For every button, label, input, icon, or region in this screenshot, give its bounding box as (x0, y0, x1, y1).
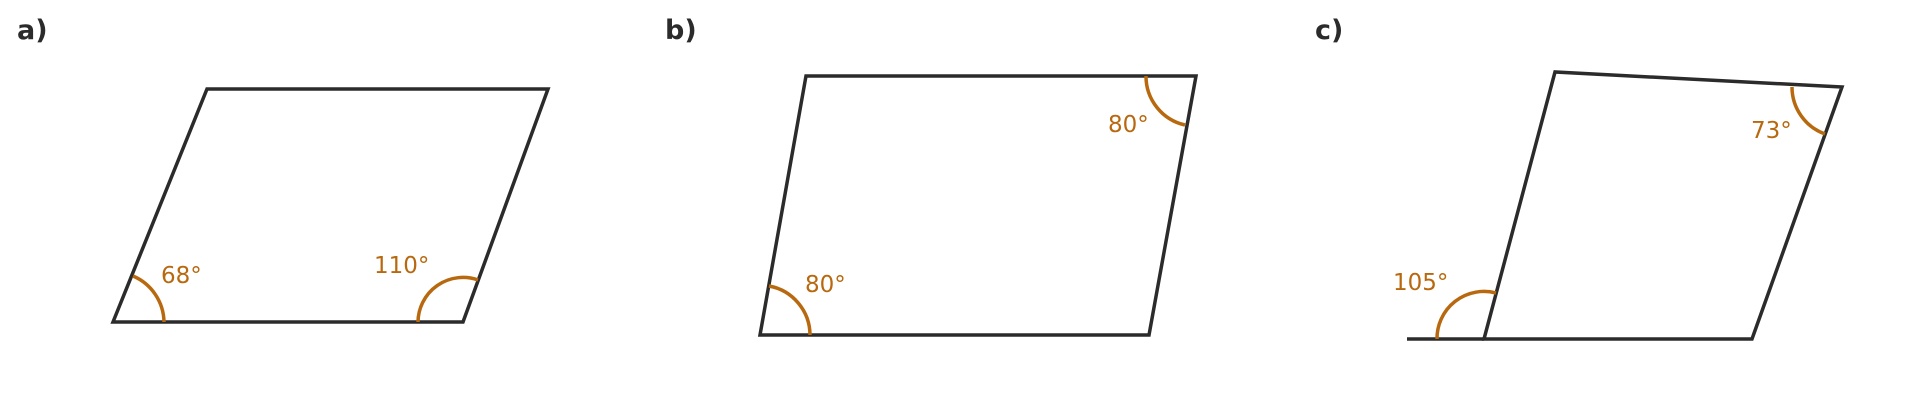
figure-a-angle-label-bottom-left: 68° (161, 263, 202, 289)
figure-a-label: a) (17, 15, 48, 46)
figure-a-angle-arc-bottom-right (416, 275, 479, 323)
figure-c-angle-label-top-right: 73° (1751, 118, 1792, 144)
figure-b-label: b) (665, 15, 697, 46)
figure-b-quadrilateral (757, 74, 1199, 337)
figure-a: a) 68° 110° (17, 15, 551, 324)
figure-c-quadrilateral (1481, 70, 1845, 341)
figure-c: c) 73° 105° (1315, 15, 1845, 341)
figure-a-angle-label-bottom-right: 110° (374, 253, 429, 279)
figure-a-quadrilateral (110, 87, 551, 324)
figure-b-angle-label-bottom-left: 80° (805, 272, 846, 298)
figure-b-angle-arc-bottom-left (768, 284, 812, 336)
figure-b-angle-label-top-right: 80° (1108, 112, 1149, 138)
figure-c-angle-arc-top-right (1790, 86, 1826, 136)
figure-b: b) 80° 80° (665, 15, 1199, 337)
figure-a-angle-arc-bottom-left (132, 274, 166, 323)
figure-b-angle-arc-top-right (1144, 75, 1186, 127)
figure-c-angle-arc-exterior-left (1435, 289, 1497, 340)
figure-c-angle-label-exterior-left: 105° (1393, 270, 1448, 296)
figure-c-label: c) (1315, 15, 1343, 46)
